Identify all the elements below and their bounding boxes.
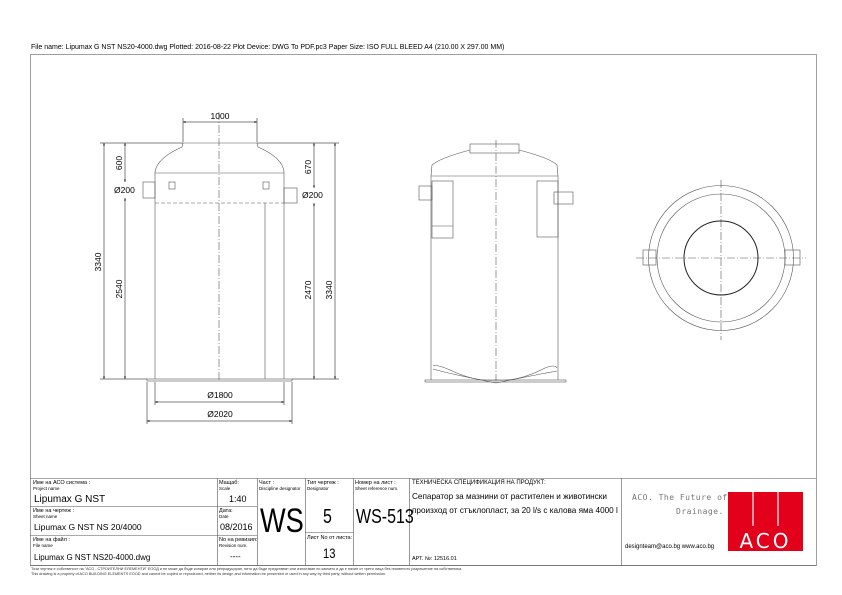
date-value: 08/2016 [220,522,253,532]
sheet-label-en: Sheet name [33,514,58,519]
dimensions [100,118,339,424]
sheet-ref-label: Номер на лист : [355,480,396,486]
dim-inlet-height: 2540 [114,279,124,298]
sheet-label: Име на чертеж : [33,508,74,514]
copyright-en: This drawing is a property of ACO BUILDI… [31,572,387,576]
revision-value: ---- [230,552,241,561]
dim-outlet-height: 2470 [303,280,313,299]
designator-label-en: Designator [307,486,329,491]
dim-outlet-dia: Ø200 [302,190,323,200]
tank-outline [154,142,285,379]
project-label-en: Project name [33,486,60,491]
inlet-pipe [142,181,156,199]
sheets-value: 13 [323,545,336,561]
date-label-en: Date [219,514,229,519]
revision-label: No на ревизия: [219,537,258,543]
dim-inlet-dia: Ø200 [114,185,135,195]
dim-base-dia: Ø2020 [207,409,233,419]
plan-view [636,180,806,340]
spec-line-1: Сепаратор за мазнини от растителен и жив… [412,492,607,501]
dim-neck: 1000 [211,111,230,121]
file-label: Име на файл : [33,537,70,543]
revision-label-en: Revision num. [219,543,248,548]
file-label-en: File name [33,543,53,548]
dim-outlet-top: 670 [303,160,313,174]
dim-inlet-top: 600 [114,156,124,170]
title-block-grid [30,478,816,566]
date-label: Дата: [219,508,233,514]
sheet-value: Lipumax G NST NS 20/4000 [34,522,142,532]
file-value: Lipumax G NST NS20-4000.dwg [34,553,151,562]
sheet-border [30,54,817,566]
sheet-ref-label-en: Sheet reference num. [355,486,399,491]
spec-line-2: произход от стъклопласт, за 20 l/s с кал… [412,506,618,515]
sheet-ref-value: WS-513 [356,506,414,528]
dim-total-left: 3340 [93,252,103,271]
aco-logo: ACO [728,492,803,553]
base-plate [146,378,293,382]
outlet-pipe [283,187,298,204]
slogan-line-2: Drainage. [676,507,724,516]
spec-title: ТЕХНИЧЕСКА СПЕЦИФИКАЦИЯ НА ПРОДУКТ: [412,480,546,486]
designator-value: 5 [323,506,332,528]
plot-info-header: File name: Lipumax G NST NS20-4000.dwg P… [31,44,505,51]
discipline-value: WS [260,502,304,540]
elevation-view [418,140,574,384]
scale-label-en: Scale [219,486,231,491]
project-value: Lipumax G NST [34,494,106,505]
discipline-label: Част : [259,480,275,486]
project-label: Име на АСО система : [33,480,91,486]
slogan-line-1: ACO. The Future of [632,493,728,502]
scale-label: Мащаб: [219,480,239,486]
sheets-label: Лист No от листа: [307,535,353,541]
section-view [142,112,298,382]
contact: designteam@aco.bg www.aco.bg [625,544,715,550]
discipline-label-en: Discipline designator [259,486,301,491]
article-number: АРТ. №: 12516.01 [412,556,457,562]
dim-body-dia: Ø1800 [207,390,233,400]
logo-text: ACO [739,529,791,553]
designator-label: Тип чертеж : [307,480,339,486]
scale-value: 1:40 [229,494,247,504]
copyright-bg: Този чертеж е собственост на "АСО - СТРО… [31,567,463,571]
dim-total-right: 3340 [324,280,334,299]
